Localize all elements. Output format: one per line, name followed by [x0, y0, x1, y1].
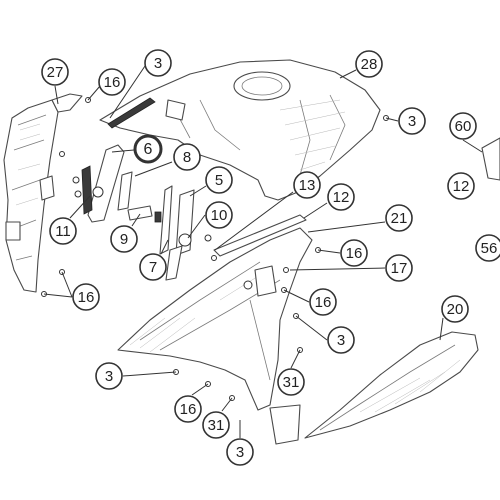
callout-number: 8 — [183, 149, 191, 166]
callout-circle — [327, 183, 355, 211]
callout-circle — [205, 166, 233, 194]
callout-number: 16 — [104, 74, 121, 91]
callout-9: 9 — [110, 225, 138, 253]
bracket-assembly-part — [72, 144, 125, 223]
callout-number: 7 — [149, 259, 157, 276]
callout-number: 10 — [211, 207, 228, 224]
callout-circle — [441, 295, 469, 323]
callout-circle — [327, 326, 355, 354]
callout-16: 16 — [174, 395, 202, 423]
callout-number: 9 — [120, 231, 128, 248]
callout-13: 13 — [293, 171, 321, 199]
callout-circle — [202, 411, 230, 439]
callout-circle — [475, 234, 500, 262]
callout-3: 3 — [95, 362, 123, 390]
callout-number: 28 — [361, 56, 378, 73]
callout-circle — [98, 68, 126, 96]
callout-6: 6 — [133, 134, 163, 164]
callout-number: 31 — [283, 374, 300, 391]
callout-number: 13 — [299, 177, 316, 194]
callout-number: 5 — [215, 172, 223, 189]
callout-number: 12 — [453, 178, 470, 195]
callout-number: 16 — [315, 294, 332, 311]
callout-16: 16 — [72, 283, 100, 311]
callout-number: 3 — [408, 113, 416, 130]
mounting-brackets-part — [117, 171, 217, 281]
callout-20: 20 — [441, 295, 469, 323]
callout-31: 31 — [202, 411, 230, 439]
callout-27: 27 — [41, 58, 69, 86]
callout-circle — [226, 438, 254, 466]
callout-10: 10 — [205, 201, 233, 229]
callout-12: 12 — [447, 172, 475, 200]
callout-3: 3 — [327, 326, 355, 354]
callout-21: 21 — [385, 204, 413, 232]
callout-circle — [385, 204, 413, 232]
callout-12: 12 — [327, 183, 355, 211]
callout-number: 31 — [208, 417, 225, 434]
callout-number: 16 — [180, 401, 197, 418]
callout-28: 28 — [355, 50, 383, 78]
callout-circle — [110, 225, 138, 253]
callout-circle — [173, 143, 201, 171]
callout-16: 16 — [309, 288, 337, 316]
callout-number: 3 — [337, 332, 345, 349]
callout-circle — [205, 201, 233, 229]
callout-11: 11 — [49, 217, 77, 245]
callout-17: 17 — [385, 254, 413, 282]
callout-16: 16 — [340, 239, 368, 267]
callout-circle — [398, 107, 426, 135]
callout-circle — [385, 254, 413, 282]
tank-cover-part — [99, 59, 381, 201]
callout-number: 6 — [144, 141, 153, 158]
callout-number: 60 — [455, 118, 472, 135]
callout-31: 31 — [277, 368, 305, 396]
callout-number: 16 — [78, 289, 95, 306]
callout-60: 60 — [449, 112, 477, 140]
callout-number: 11 — [55, 223, 71, 240]
callout-circle — [133, 134, 163, 164]
callout-16: 16 — [98, 68, 126, 96]
callout-56: 56 — [475, 234, 500, 262]
callout-circle — [144, 49, 172, 77]
callout-number: 17 — [391, 260, 408, 277]
callout-5: 5 — [205, 166, 233, 194]
callout-circle — [277, 368, 305, 396]
left-side-panel-part — [3, 93, 83, 293]
callout-number: 12 — [333, 189, 350, 206]
callout-3: 3 — [398, 107, 426, 135]
callout-number: 21 — [391, 210, 408, 227]
callout-circle — [72, 283, 100, 311]
callout-circle — [355, 50, 383, 78]
right-edge-part — [481, 137, 500, 181]
callout-circle — [49, 217, 77, 245]
callout-circle — [449, 112, 477, 140]
callout-circle — [139, 253, 167, 281]
callout-8: 8 — [173, 143, 201, 171]
callout-number: 3 — [236, 444, 244, 461]
right-side-fairing-part — [304, 331, 479, 439]
callout-circle — [293, 171, 321, 199]
callout-7: 7 — [139, 253, 167, 281]
callout-circle — [174, 395, 202, 423]
callout-circle — [309, 288, 337, 316]
callout-3: 3 — [144, 49, 172, 77]
callout-number: 20 — [447, 301, 464, 318]
callout-circle — [41, 58, 69, 86]
callout-circle — [95, 362, 123, 390]
callout-number: 27 — [47, 64, 64, 81]
trim-strip-part — [213, 214, 307, 257]
callout-circle — [340, 239, 368, 267]
callout-number: 56 — [481, 240, 498, 257]
leader-lines — [43, 65, 483, 438]
lower-fairing-part — [117, 227, 313, 445]
callout-number: 16 — [346, 245, 363, 262]
callout-circle — [447, 172, 475, 200]
callout-number: 3 — [105, 368, 113, 385]
callout-3: 3 — [226, 438, 254, 466]
callout-number: 3 — [154, 55, 162, 72]
callout-labels: 27 16 3 28 3 60 6 8 5 13 12 12 10 21 11 9 56 16 7 17 16 16 20 3… — [41, 49, 500, 466]
